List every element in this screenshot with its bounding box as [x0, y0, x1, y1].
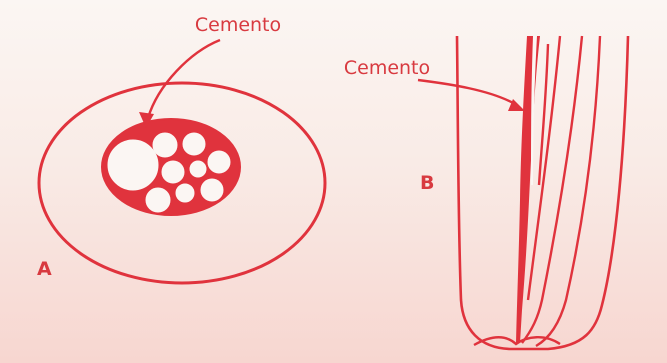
point-circle	[201, 179, 223, 201]
panel-a: Cemento A	[37, 14, 325, 283]
point-circle	[153, 133, 177, 157]
point-circle	[176, 184, 194, 202]
callout-arrow-a	[148, 40, 220, 118]
panel-b: Cemento B	[344, 36, 628, 349]
panel-letter-a: A	[37, 258, 52, 280]
point-circle	[162, 161, 184, 183]
panel-letter-b: B	[420, 172, 434, 194]
callout-label-b: Cemento	[344, 57, 430, 79]
callout-label-a: Cemento	[195, 14, 281, 36]
large-point-circle	[108, 140, 158, 190]
point-circle	[190, 161, 206, 177]
point-circle	[183, 133, 205, 155]
point-circle	[208, 151, 230, 173]
point-circle	[146, 188, 170, 212]
callout-arrow-b	[418, 80, 515, 104]
